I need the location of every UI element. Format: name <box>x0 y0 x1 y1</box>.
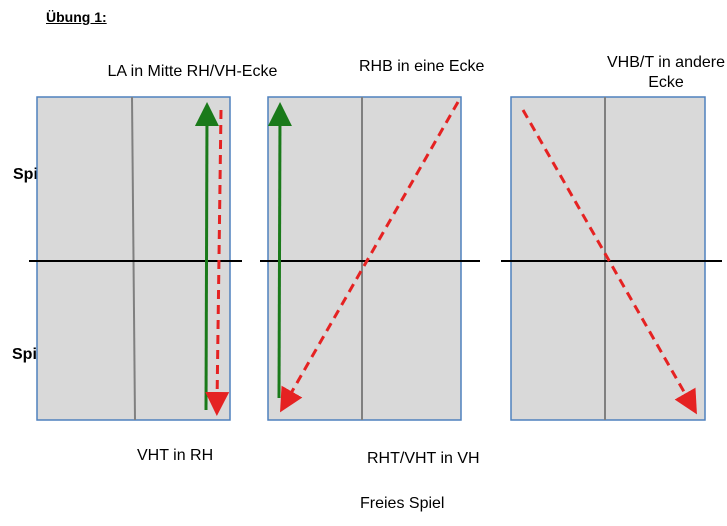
table-2 <box>260 96 480 421</box>
table-2-surface <box>267 96 462 421</box>
table-1-center-line <box>131 96 136 421</box>
table-2-bottom-label: RHT/VHT in VH <box>367 450 480 467</box>
table-1-dashed-arrow <box>205 109 230 416</box>
exercise-heading: Übung 1: <box>46 9 107 25</box>
table-2-solid-arrow <box>267 102 292 399</box>
table-3-top-label: VHB/T in andere Ecke <box>607 53 725 93</box>
table-3 <box>501 96 722 421</box>
table-1-top-label: LA in Mitte RH/VH-Ecke <box>107 63 278 80</box>
table-3-top-label-line2: Ecke <box>648 74 684 91</box>
table-2-dashed-arrow <box>280 101 460 413</box>
table-3-top-label-line1: VHB/T in andere <box>607 54 725 71</box>
table-1-bottom-label: VHT in RH <box>137 447 214 464</box>
table-3-dashed-arrow <box>521 109 697 415</box>
table-2-top-label: RHB in eine Ecke <box>359 58 485 75</box>
footer-label: Freies Spiel <box>360 495 445 512</box>
table-1 <box>29 96 242 421</box>
table-1-solid-arrow <box>194 102 219 411</box>
